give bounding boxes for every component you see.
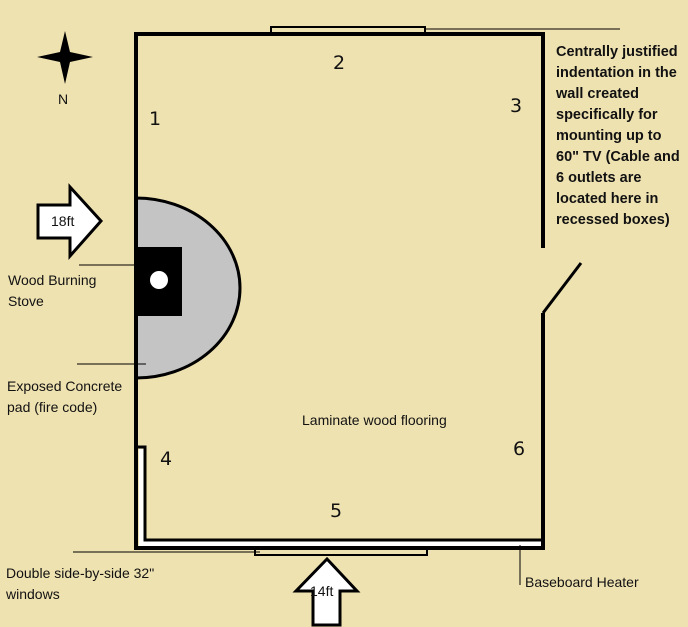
door-swing xyxy=(541,262,583,314)
concrete-pad xyxy=(134,196,242,380)
concrete-label-line2: pad (fire code) xyxy=(7,399,97,415)
flooring-label: Laminate wood flooring xyxy=(302,412,447,428)
concrete-label-line1: Exposed Concrete xyxy=(7,378,122,394)
wall-number-3: 3 xyxy=(510,95,522,117)
baseboard-heater-strip-side xyxy=(139,449,144,544)
tv-note-line: specifically for xyxy=(556,107,658,123)
baseboard-heater-strip xyxy=(139,541,541,546)
length-dimension: 14ft xyxy=(310,583,333,599)
width-dimension: 18ft xyxy=(51,213,74,229)
width-arrow xyxy=(36,183,104,260)
tv-note-line: 6 outlets are xyxy=(556,170,641,186)
wall-number-1: 1 xyxy=(149,108,161,130)
wall-number-5: 5 xyxy=(330,500,342,522)
tv-note-line: mounting up to xyxy=(556,128,662,144)
windows-label-line2: windows xyxy=(5,586,60,602)
heater-inner-line xyxy=(136,445,543,542)
wall-number-6: 6 xyxy=(513,438,525,460)
compass-star-icon xyxy=(37,31,93,84)
stove-label-line1: Wood Burning xyxy=(8,272,96,288)
tv-note-line: recessed boxes) xyxy=(556,212,670,228)
tv-note: Centrally justified indentation in the w… xyxy=(555,44,680,228)
tv-note-line: 60" TV (Cable and xyxy=(556,149,680,165)
stove-label-line2: Stove xyxy=(8,293,44,309)
tv-note-line: wall created xyxy=(555,86,639,102)
tv-note-line: indentation in the xyxy=(556,65,677,81)
wall-number-4: 4 xyxy=(160,448,172,470)
tv-note-line: Centrally justified xyxy=(556,44,678,60)
heater-label: Baseboard Heater xyxy=(525,574,639,590)
room-walls xyxy=(134,32,545,550)
stove-flue xyxy=(150,271,168,289)
length-arrow xyxy=(292,556,361,627)
tv-note-line: located here in xyxy=(556,191,658,207)
compass-north-label: N xyxy=(58,91,68,107)
windows-label-line1: Double side-by-side 32" xyxy=(6,565,154,581)
wall-number-2: 2 xyxy=(333,52,345,74)
